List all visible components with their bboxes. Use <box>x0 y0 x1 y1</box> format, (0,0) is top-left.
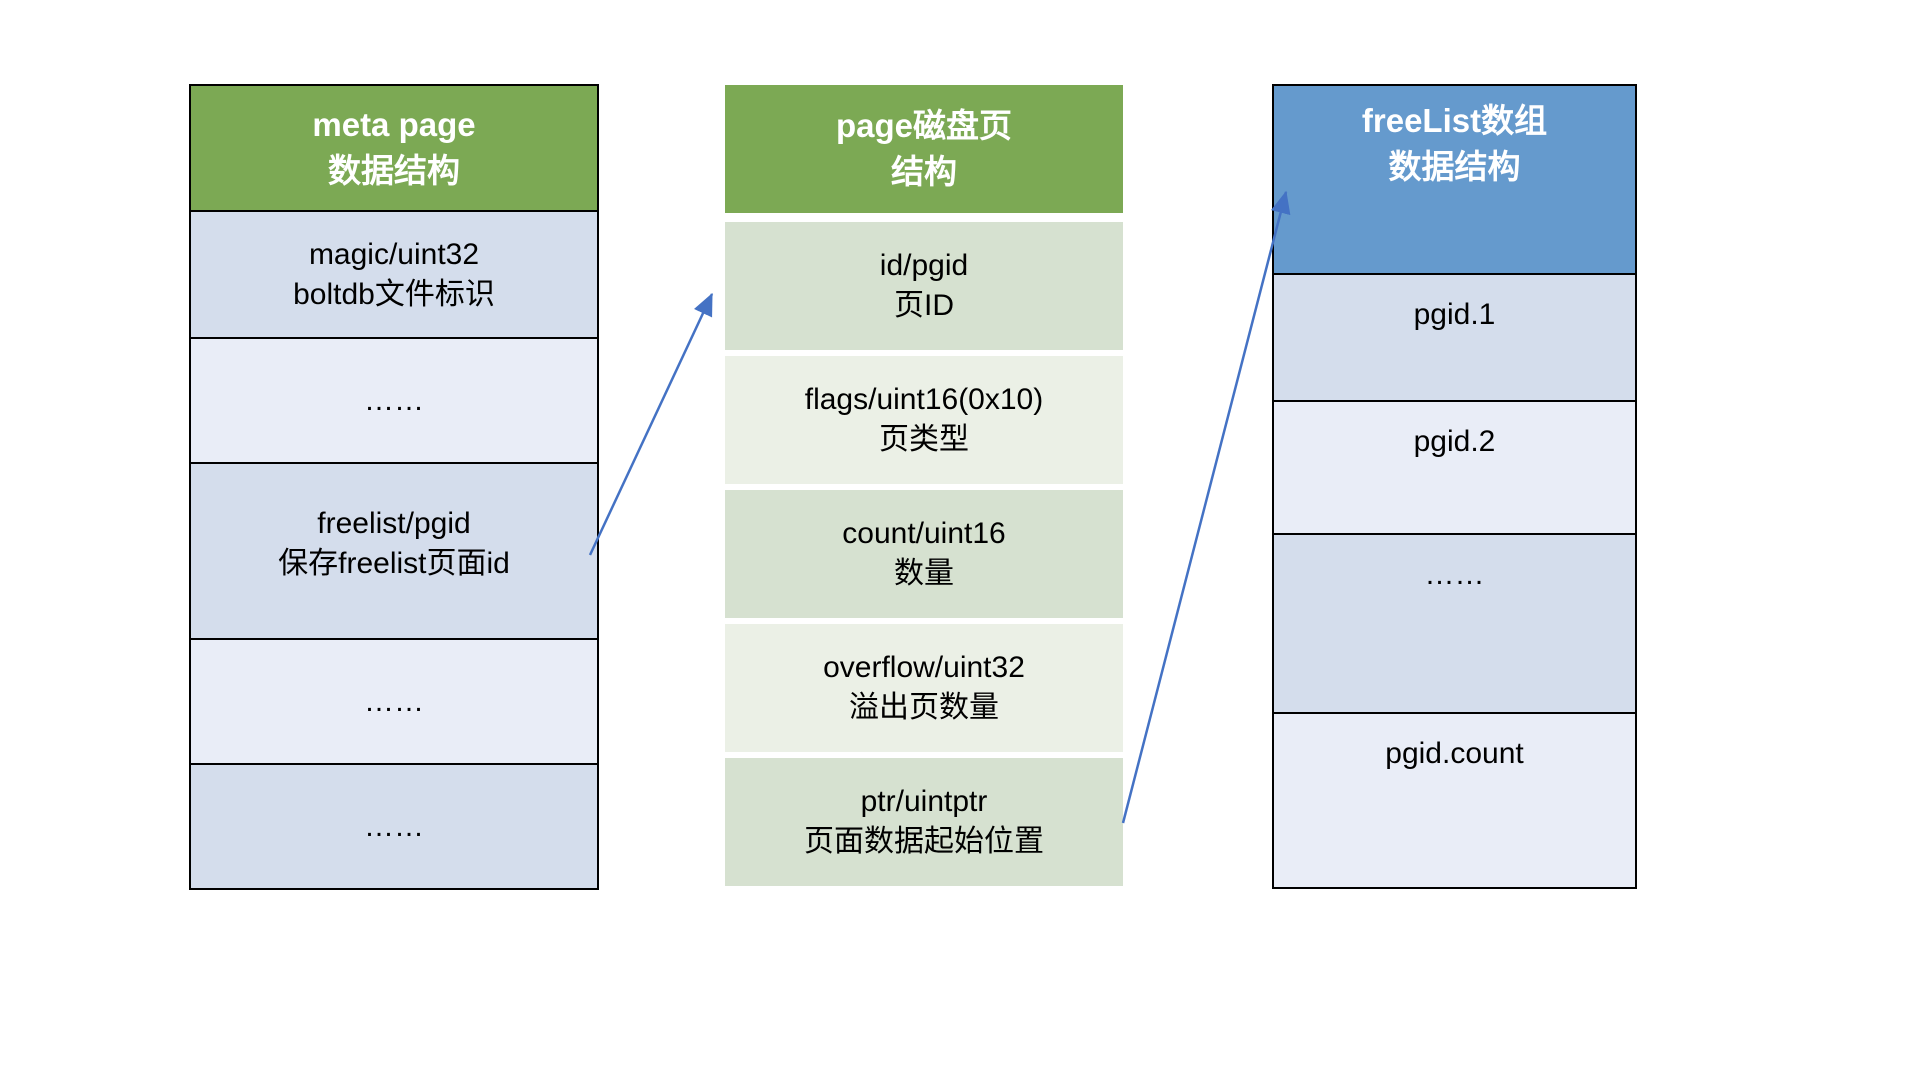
freelist-row-pgidcount: pgid.count <box>1274 714 1635 887</box>
meta-row-freelist: freelist/pgid 保存freelist页面id <box>191 464 597 640</box>
header-line: 数据结构 <box>1388 147 1521 185</box>
page-row-id: id/pgid 页ID <box>725 222 1123 350</box>
meta-row-ellipsis-2: …… <box>191 640 597 765</box>
row-line: …… <box>364 383 424 417</box>
row-line: 页面数据起始位置 <box>804 825 1044 858</box>
header-line: 结构 <box>891 153 957 190</box>
header-line: freeList数组 <box>1361 102 1548 139</box>
header-line: meta page <box>312 106 476 144</box>
page-row-overflow: overflow/uint32 溢出页数量 <box>725 624 1123 752</box>
row-line: …… <box>1424 558 1485 591</box>
page-row-count: count/uint16 数量 <box>725 490 1123 618</box>
row-line: 保存freelist页面id <box>278 547 510 580</box>
meta-page-table-header: meta page 数据结构 <box>191 86 597 212</box>
row-line: …… <box>364 684 424 718</box>
page-row-flags: flags/uint16(0x10) 页类型 <box>725 356 1123 484</box>
row-line: magic/uint32 <box>308 237 480 271</box>
row-line: 溢出页数量 <box>849 691 999 724</box>
row-line: boltdb文件标识 <box>293 277 495 311</box>
freelist-array-table-header: freeList数组 数据结构 <box>1274 86 1635 275</box>
header-line: page磁盘页 <box>835 107 1013 145</box>
row-line: count/uint16 <box>842 517 1006 551</box>
row-line: freelist/pgid <box>317 507 471 541</box>
arrow-freelist-to-page-icon <box>588 292 714 556</box>
page-row-ptr: ptr/uintptr 页面数据起始位置 <box>725 758 1123 886</box>
page-disk-table-header: page磁盘页 结构 <box>725 85 1123 213</box>
meta-row-ellipsis-3: …… <box>191 765 597 888</box>
row-line: 页类型 <box>879 423 969 456</box>
row-line: pgid.1 <box>1413 298 1496 331</box>
freelist-row-pgid2: pgid.2 <box>1274 402 1635 535</box>
page-disk-table: page磁盘页 结构 id/pgid 页ID flags/uint16(0x10… <box>725 85 1123 886</box>
freelist-array-table: freeList数组 数据结构 pgid.1 pgid.2 …… pgid.co… <box>1272 84 1637 889</box>
meta-page-table: meta page 数据结构 magic/uint32 boltdb文件标识 …… <box>189 84 599 890</box>
row-line: …… <box>364 809 424 843</box>
arrow-ptr-to-freelist-icon <box>1121 190 1291 824</box>
row-line: 页ID <box>894 289 954 322</box>
row-line: pgid.2 <box>1413 425 1496 458</box>
freelist-row-pgid1: pgid.1 <box>1274 275 1635 402</box>
freelist-row-ellipsis: …… <box>1274 535 1635 714</box>
meta-row-magic: magic/uint32 boltdb文件标识 <box>191 212 597 339</box>
row-line: overflow/uint32 <box>823 651 1025 685</box>
row-line: flags/uint16(0x10) <box>804 383 1044 417</box>
row-line: id/pgid <box>879 249 969 283</box>
row-line: ptr/uintptr <box>860 785 988 819</box>
meta-row-ellipsis-1: …… <box>191 339 597 464</box>
header-line: 数据结构 <box>328 152 460 189</box>
row-line: pgid.count <box>1385 737 1524 770</box>
row-line: 数量 <box>894 557 954 590</box>
